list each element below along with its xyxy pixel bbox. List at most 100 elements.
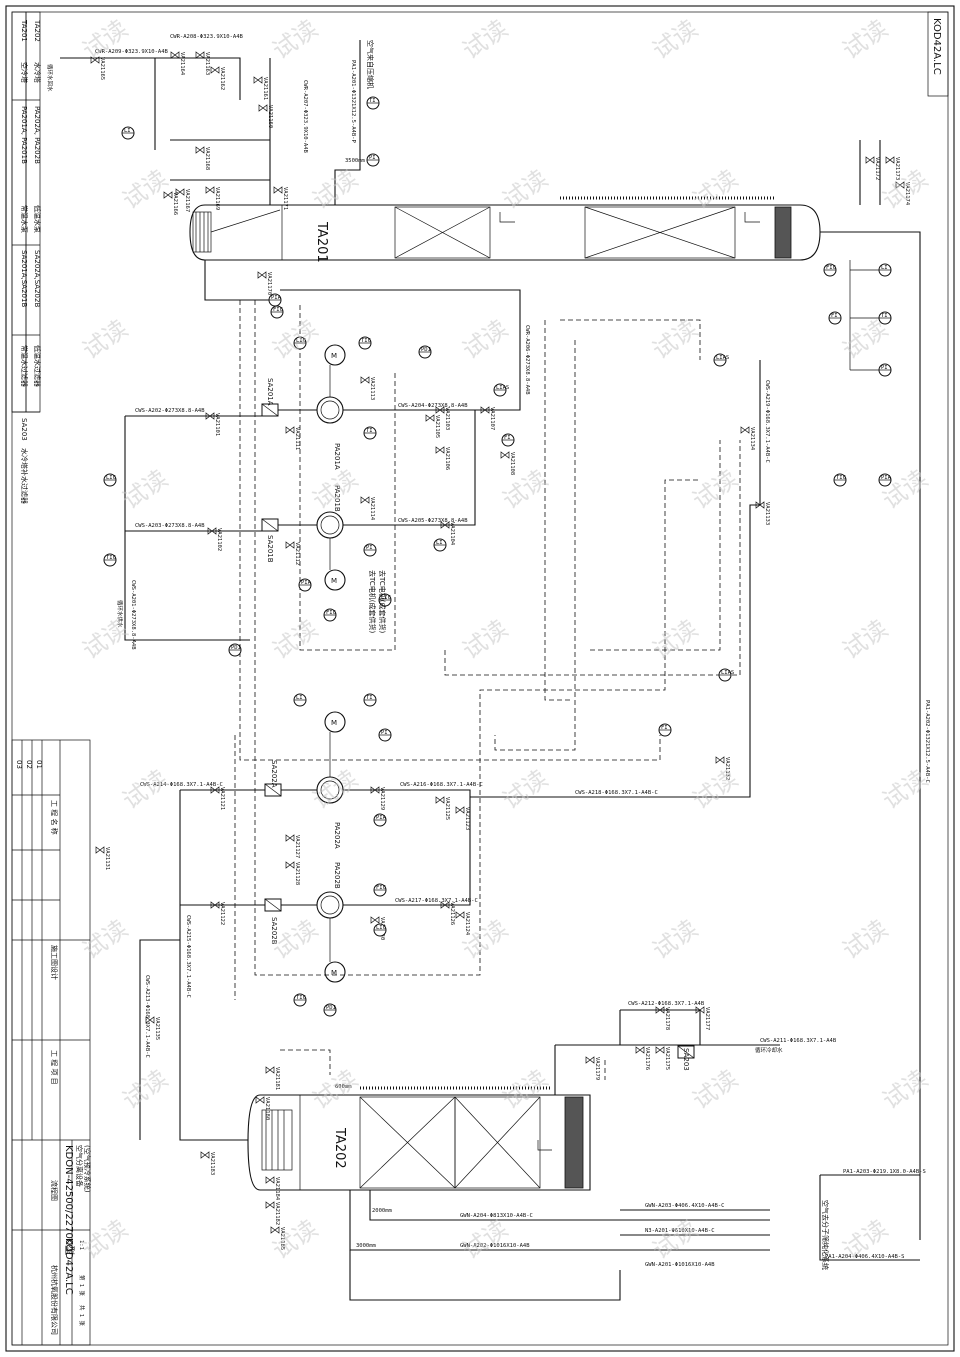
valve-VA21123 <box>455 806 465 814</box>
instrument-tag: LIAS <box>721 670 734 676</box>
valve-tag: VA21176 <box>644 1047 650 1070</box>
valve-tag: VA21134 <box>749 427 755 451</box>
valve-VA21103 <box>435 406 445 414</box>
valve-VA21122 <box>210 901 220 909</box>
valve-VA21182 <box>265 1201 275 1209</box>
legend-name-1: 水冷塔 <box>33 62 42 83</box>
valve-tag: VA21123 <box>464 807 470 830</box>
valve-VA21127 <box>285 834 295 842</box>
instrument-tag: PI <box>366 545 373 551</box>
valve-VA21135 <box>145 1016 155 1024</box>
note-water-supply: 循环水供水 <box>116 600 124 628</box>
legend-name-2: 常温水泵 <box>20 205 29 233</box>
watermark-text: 试读 <box>837 14 892 64</box>
valve-VA21171 <box>273 186 283 194</box>
valve-tag: VA21160 <box>267 105 273 128</box>
valve-VA21134 <box>740 426 750 434</box>
instrument-tag: PIA <box>881 475 892 481</box>
watermark-text: 试读 <box>457 1214 512 1264</box>
instrument-tag: FIC <box>326 610 336 616</box>
pa201b-label: PA201B <box>333 485 341 512</box>
valve-tag: VA21102 <box>216 528 222 551</box>
instrument-tag: LIC <box>106 475 116 481</box>
watermark-text: 试读 <box>117 164 172 214</box>
watermark-text: 试读 <box>837 914 892 964</box>
design-stage: 施工图设计 <box>50 945 59 980</box>
label-gwn-a203: GWN-A203-Φ406.4X10-A4B-C <box>645 1203 724 1209</box>
drawing-code-bottom: KOD42A.LC <box>63 1238 74 1295</box>
valve-tag: VA21135 <box>154 1017 160 1040</box>
instrument-tag: LIAS <box>496 385 509 391</box>
valve-VA21105 <box>425 414 435 422</box>
instrument-tag: PI <box>381 730 388 736</box>
svg-text:M: M <box>331 719 337 727</box>
watermark-text: 试读 <box>837 614 892 664</box>
valve-tag: VA21168 <box>204 147 210 170</box>
drawing-code-box: KOD42A.LC <box>927 11 949 97</box>
watermark-text: 试读 <box>497 764 552 814</box>
instrument-tag: PIA <box>376 815 387 821</box>
valve-tag: VA21165 <box>99 57 105 80</box>
valve-VA21175 <box>655 1046 665 1054</box>
instrument-tag: PDI <box>231 645 241 651</box>
valve-tag: VA21126 <box>449 902 455 925</box>
label-gwn-a204: GWN-A204-Φ813X10-A4B-C <box>460 1213 533 1219</box>
valve-tag: VA21164 <box>179 52 185 76</box>
legend-code-3: PA202A, PA202B <box>33 106 41 164</box>
instrument-tag: LIC <box>376 925 386 931</box>
valve-VA21121 <box>210 786 220 794</box>
sa201a-label: SA201A <box>266 378 274 406</box>
label-cws-a203: CWS-A203-Φ273X8.8-A4B <box>135 523 205 529</box>
legend-name-4: 常温水过滤器 <box>20 345 29 387</box>
instrument-tag: PIA <box>271 295 282 301</box>
instrument-tag: PDI <box>421 347 431 353</box>
valve-VA21114 <box>360 496 370 504</box>
valve-tag: VA21127 <box>294 835 300 858</box>
valve-VA21185 <box>270 1226 280 1234</box>
valve-tag: VA21101 <box>214 413 220 436</box>
instrument-tag: TIC <box>361 338 371 344</box>
valve-VA21177 <box>695 1006 705 1014</box>
valve-VA21184 <box>265 1176 275 1184</box>
label-cws-a205: CWS-A205-Φ273X8.8-A4B <box>398 518 468 524</box>
watermark-text: 试读 <box>497 464 552 514</box>
valve-tag: VA21108 <box>509 452 515 475</box>
instrument-tag: FIC <box>376 885 386 891</box>
watermark-text: 试读 <box>497 1064 552 1114</box>
valve-tag: VA21177 <box>704 1007 710 1030</box>
valve-VA21162 <box>210 66 220 74</box>
watermark-text: 试读 <box>647 14 702 64</box>
valve-tag: VA21174 <box>904 182 910 206</box>
label-gwn-a202: GWN-A202-Φ1016X10-A4B <box>460 1243 530 1249</box>
label-cwr-a208: CWR-A208-Φ323.9X10-A4B <box>170 34 244 40</box>
legend-code-2: PA201A, PA201B <box>20 106 28 164</box>
sa202a-label: SA202A <box>270 760 278 788</box>
instrument-tag: TI <box>366 428 373 434</box>
valve-tag: VA21104 <box>449 522 455 546</box>
valve-VA21167 <box>175 188 185 196</box>
inner-border <box>11 11 949 1346</box>
valve-VA21163 <box>195 51 205 59</box>
pipes-dashed <box>234 300 741 1080</box>
valve-VA21128 <box>285 861 295 869</box>
instrument-tag: PI <box>369 155 376 161</box>
note-h2000: 2000mm <box>372 1208 393 1214</box>
pipes-solid <box>60 40 921 1301</box>
scale: 1:1 <box>78 1240 84 1250</box>
valve-VA21132 <box>715 756 725 764</box>
instrument-tag: PIA <box>301 580 312 586</box>
watermark-text: 试读 <box>647 1214 702 1264</box>
valve-VA21178 <box>655 1006 665 1014</box>
legend-code-5: SA202A,SA202B <box>33 250 41 307</box>
svg-text:M: M <box>331 969 337 977</box>
valve-tag: VA21122 <box>219 902 225 925</box>
instrument-tag: TI <box>881 313 888 319</box>
valve-tag: VA21185 <box>279 1227 285 1250</box>
note-to-purifier: 空气去分子筛纯化系统 <box>821 1200 830 1270</box>
label-pa1-a204: PA1-A204-Φ406.4X10-A4B-S <box>825 1254 904 1260</box>
valve-VA21111 <box>285 426 295 434</box>
title-block: 03 02 01 工 程 名 称 施工图设计 工 程 项 目 KDON-4250… <box>11 739 92 1346</box>
instrument-tag: FI <box>831 313 838 319</box>
